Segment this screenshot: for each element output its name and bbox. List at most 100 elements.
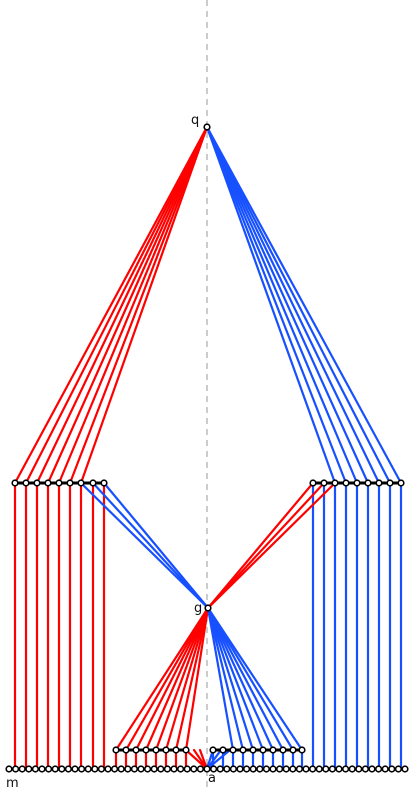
node-baseline [401,765,409,773]
edge-converge-a-red [184,748,209,771]
node-right-row [397,479,405,487]
node-baseline [196,765,204,773]
node-baseline [282,765,290,773]
node-baseline [229,765,237,773]
node-baseline [150,765,158,773]
node-baseline [190,765,198,773]
node-baseline [355,765,363,773]
node-label-q: q [191,113,199,128]
node-right-row [375,479,383,487]
edge-g-midright-blue [206,606,275,752]
node-midleft-row [112,746,120,754]
edge-q-right-blue [205,125,337,485]
node-midright-row [259,746,267,754]
node-left-row [22,479,30,487]
edge-q-left-red [35,125,209,485]
node-left-row [66,479,74,487]
node-baseline [335,765,343,773]
node-baseline [137,765,145,773]
node-baseline [157,765,165,773]
node-baseline [216,765,224,773]
node-baseline [104,765,112,773]
node-baseline [18,765,26,773]
node-midright-row [298,746,306,754]
node-baseline [309,765,317,773]
node-baseline [315,765,323,773]
edge-q-left-red [13,125,209,485]
node-baseline [117,765,125,773]
node-midleft-row [122,746,130,754]
edge-converge-a-blue [205,748,232,771]
node-right-row [342,479,350,487]
node-baseline [223,765,231,773]
node-label-m: m [6,776,19,787]
edge-g-midleft-red [154,606,210,752]
node-right-row [320,479,328,487]
edge-q-left-red [68,125,209,485]
node-right-row [353,479,361,487]
node-q [203,123,211,131]
node-left-row [55,479,63,487]
node-midright-row [229,746,237,754]
node-baseline [51,765,59,773]
node-baseline [276,765,284,773]
node-baseline [110,765,119,773]
node-baseline [177,765,185,773]
node-baseline [84,765,92,773]
node-baseline [249,765,257,773]
node-left-row [11,479,19,487]
node-baseline [38,765,46,773]
edge-left-to-g-blue [79,481,210,610]
node-baseline [183,765,191,773]
node-baseline [130,765,138,773]
node-right-row [331,479,339,487]
edge-left-to-g-blue [91,481,210,610]
edge-g-midright-blue [206,606,295,752]
node-baseline [31,765,40,773]
edge-g-midleft-red [164,606,210,752]
edge-right-to-g-red [206,481,337,610]
edge-q-right-blue [205,125,392,485]
node-baseline [124,765,132,773]
edge-g-midright-blue [206,606,255,752]
node-baseline [348,765,356,773]
node-label-a: a [208,771,216,786]
node-midleft-row [142,746,150,754]
node-baseline [342,765,350,773]
node-baseline [394,765,403,773]
edge-right-to-g-red [206,481,315,610]
node-baseline [25,765,33,773]
node-baseline [262,765,271,773]
node-left-row [44,479,52,487]
node-label-g: g [194,601,202,616]
node-midleft-row [172,746,180,754]
node-baseline [210,765,218,773]
node-baseline [163,765,171,773]
edge-left-to-g-blue [102,481,210,610]
node-baseline [58,765,66,773]
node-baseline [203,765,211,773]
node-baseline [144,765,152,773]
edge-q-right-blue [205,125,370,485]
edge-g-midleft-red [134,606,210,752]
node-baseline [64,765,72,773]
node-baseline [375,765,383,773]
node-left-row [33,479,41,487]
node-midright-row [209,746,217,754]
node-right-row [386,479,394,487]
edge-g-midleft-red [144,606,210,752]
node-baseline [12,765,20,773]
node-g [204,604,212,612]
edge-g-midleft-red [114,606,210,752]
node-right-row [364,479,372,487]
edge-g-midleft-red [184,606,210,752]
edge-q-left-red [24,125,209,485]
edge-q-right-blue [205,125,359,485]
node-midleft-row [162,746,170,754]
edge-q-left-red [46,125,209,485]
edge-right-to-g-red [206,481,326,610]
node-left-row [100,479,108,487]
node-baseline [368,765,376,773]
node-baseline [302,765,310,773]
edge-q-right-blue [205,125,381,485]
